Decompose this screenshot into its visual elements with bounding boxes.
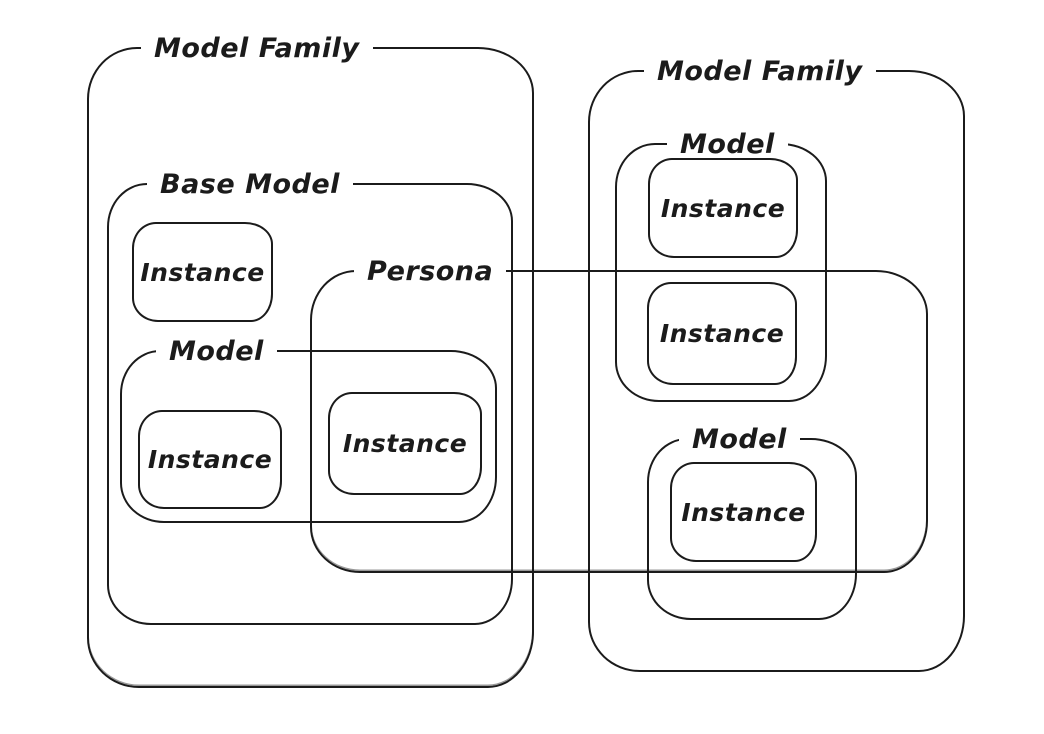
- base-model-label: Base Model: [147, 168, 353, 200]
- left-model-instance-a-label: Instance: [147, 445, 273, 474]
- right-model-family-label: Model Family: [644, 55, 876, 87]
- right-model-bottom-box: Model: [647, 423, 857, 620]
- right-model-bottom-instance-label: Instance: [681, 497, 806, 527]
- persona-box: Persona: [310, 255, 928, 573]
- left-model-instance-b-box: Instance: [328, 392, 482, 495]
- left-model-instance-b-label: Instance: [342, 429, 468, 458]
- left-model-family-box: Model Family: [87, 32, 534, 688]
- right-model-family-box: Model Family: [588, 55, 965, 672]
- base-model-box: Base Model: [107, 168, 513, 625]
- base-model-instance-box: Instance: [132, 222, 273, 322]
- right-model-top-instance-a-box: Instance: [648, 158, 798, 258]
- right-model-bottom-label: Model: [679, 423, 800, 455]
- left-model-label: Model: [156, 335, 277, 367]
- right-model-top-instance-a-label: Instance: [660, 193, 786, 223]
- right-model-top-instance-b-label: Instance: [659, 319, 785, 348]
- right-model-top-label: Model: [667, 128, 788, 160]
- right-model-bottom-instance-box: Instance: [670, 462, 817, 562]
- persona-label: Persona: [354, 255, 507, 287]
- left-model-family-label: Model Family: [141, 32, 373, 64]
- left-model-box: Model: [120, 335, 497, 523]
- base-model-instance-label: Instance: [140, 257, 265, 287]
- right-model-top-instance-b-box: Instance: [647, 282, 797, 385]
- left-model-instance-a-box: Instance: [138, 410, 282, 509]
- right-model-top-box: Model: [615, 128, 827, 402]
